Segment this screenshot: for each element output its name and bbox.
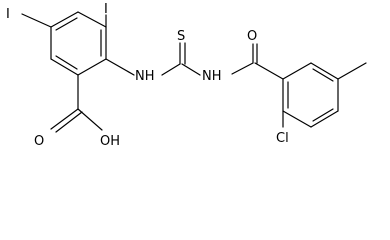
- amide-carbonyl: [231, 43, 284, 80]
- atom-carbonyl-oxygen: O: [247, 29, 257, 44]
- chemical-structure-diagram: I I NH S NH O O OH Cl: [6, 2, 367, 149]
- atom-amine-right: NH: [202, 69, 222, 84]
- atom-chlorine: Cl: [276, 131, 289, 146]
- atom-iodine-top: I: [104, 2, 108, 17]
- atom-hydroxyl: OH: [100, 134, 120, 149]
- bond-iodine-left: [21, 13, 52, 28]
- thiourea-linker: [105, 42, 201, 76]
- right-benzene-ring: [282, 62, 339, 128]
- left-benzene-ring: [50, 11, 107, 76]
- carboxylic-acid-group: [50, 74, 103, 133]
- atom-sulfur: S: [177, 29, 185, 44]
- atom-acid-oxygen: O: [34, 134, 44, 149]
- atom-iodine-left: I: [6, 7, 10, 22]
- bond-methyl: [337, 62, 367, 80]
- atom-amine-left: NH: [135, 69, 155, 84]
